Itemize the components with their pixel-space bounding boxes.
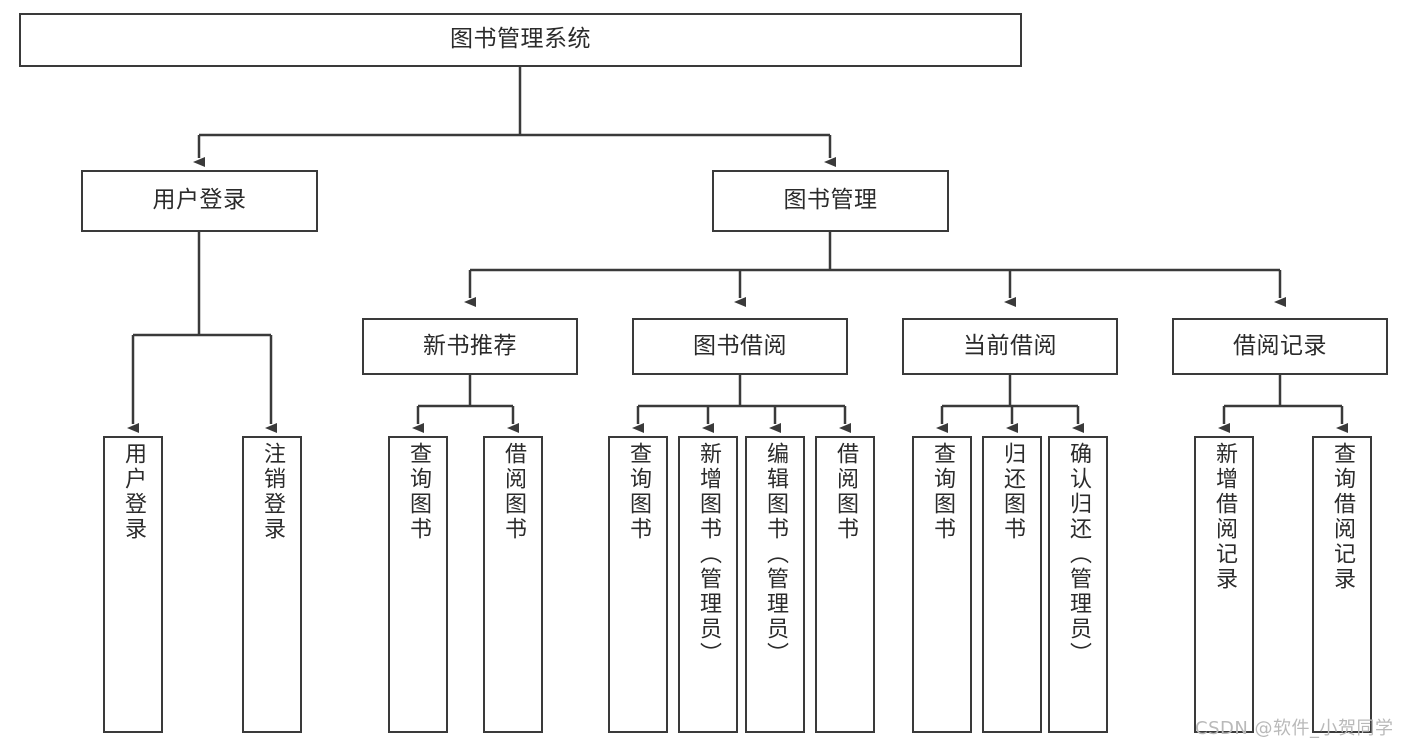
node-label: 新增图书（管理员） (696, 442, 721, 667)
node-current-borrow[interactable]: 当前借阅 (902, 318, 1118, 375)
node-book-management[interactable]: 图书管理 (712, 170, 949, 232)
node-label: 查询图书 (626, 442, 651, 542)
node-label: 用户登录 (121, 442, 146, 542)
node-label: 借阅图书 (501, 442, 526, 542)
leaf-add-borrow-record[interactable]: 新增借阅记录 (1194, 436, 1254, 733)
node-root-system[interactable]: 图书管理系统 (19, 13, 1022, 67)
leaf-borrow-book-recommend[interactable]: 借阅图书 (483, 436, 543, 733)
node-label: 借阅图书 (833, 442, 858, 542)
node-label: 查询借阅记录 (1330, 442, 1355, 592)
node-user-login[interactable]: 用户登录 (81, 170, 318, 232)
leaf-return-book[interactable]: 归还图书 (982, 436, 1042, 733)
node-borrow-records[interactable]: 借阅记录 (1172, 318, 1388, 375)
node-label: 当前借阅 (963, 332, 1057, 359)
node-label: 图书管理系统 (450, 26, 591, 53)
node-label: 用户登录 (152, 187, 247, 214)
node-label: 查询图书 (406, 442, 431, 542)
node-label: 归还图书 (1000, 442, 1025, 542)
node-label: 编辑图书（管理员） (763, 442, 788, 667)
leaf-add-book-admin[interactable]: 新增图书（管理员） (678, 436, 738, 733)
leaf-user-login[interactable]: 用户登录 (103, 436, 163, 733)
node-label: 确认归还（管理员） (1066, 442, 1091, 667)
node-book-borrow[interactable]: 图书借阅 (632, 318, 848, 375)
leaf-edit-book-admin[interactable]: 编辑图书（管理员） (745, 436, 805, 733)
watermark-text: CSDN @软件_小贺同学 (1195, 718, 1394, 739)
node-label: 图书借阅 (693, 332, 787, 359)
node-label: 新书推荐 (423, 332, 517, 359)
leaf-borrow-book[interactable]: 借阅图书 (815, 436, 875, 733)
node-label: 查询图书 (930, 442, 955, 542)
node-label: 借阅记录 (1233, 332, 1327, 359)
node-new-book-recommend[interactable]: 新书推荐 (362, 318, 578, 375)
leaf-query-book-current[interactable]: 查询图书 (912, 436, 972, 733)
leaf-query-book-recommend[interactable]: 查询图书 (388, 436, 448, 733)
leaf-confirm-return-admin[interactable]: 确认归还（管理员） (1048, 436, 1108, 733)
leaf-query-book-borrow[interactable]: 查询图书 (608, 436, 668, 733)
leaf-logout[interactable]: 注销登录 (242, 436, 302, 733)
leaf-query-borrow-record[interactable]: 查询借阅记录 (1312, 436, 1372, 733)
node-label: 图书管理 (783, 187, 878, 214)
node-label: 注销登录 (260, 442, 285, 542)
node-label: 新增借阅记录 (1212, 442, 1237, 592)
